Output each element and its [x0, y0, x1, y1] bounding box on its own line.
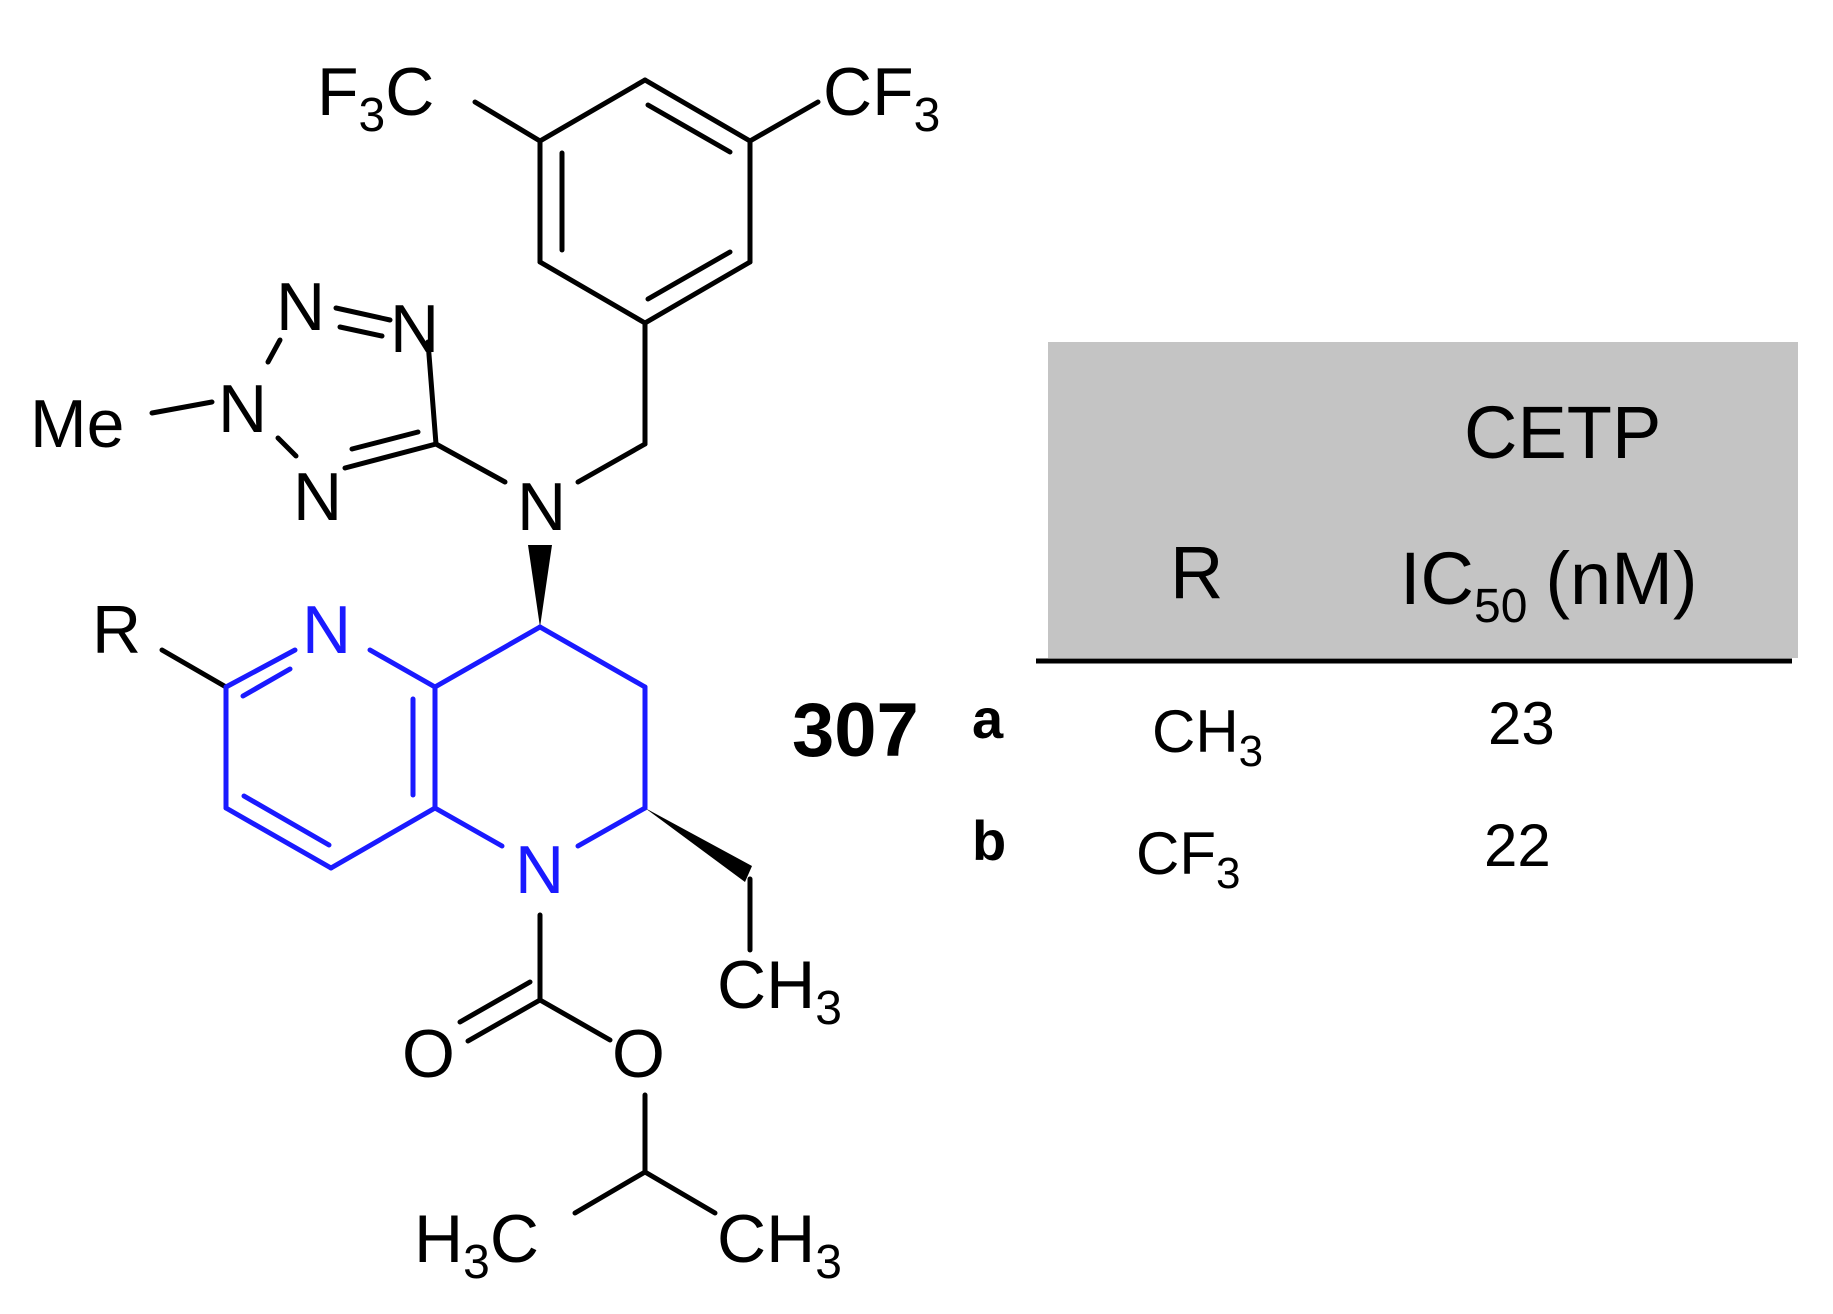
bond	[645, 102, 733, 155]
bond	[572, 1169, 648, 1216]
bond	[349, 429, 421, 452]
bond	[367, 647, 438, 690]
wedge-bond-amine	[528, 545, 552, 627]
table-header-cetp: CETP	[1464, 391, 1661, 474]
ester-o-label: O	[612, 1016, 665, 1092]
ring-n-label: N	[515, 832, 564, 908]
bond	[223, 805, 334, 871]
bond	[747, 99, 821, 144]
bond	[159, 647, 229, 690]
compound-number: 307	[792, 688, 919, 773]
carbonyl-o-label: O	[402, 1016, 455, 1092]
bond	[575, 441, 648, 485]
wedge-bond-ethyl	[645, 808, 752, 882]
bond	[328, 805, 438, 871]
bond	[342, 441, 439, 471]
table-row-b-ic50: 22	[1484, 812, 1551, 879]
bond	[537, 77, 648, 144]
bond	[337, 324, 385, 339]
bond	[265, 337, 283, 365]
table-row-a-r: CH3	[1152, 698, 1263, 776]
bond	[575, 805, 648, 849]
table-header-r: R	[1170, 531, 1223, 614]
bond	[433, 441, 508, 485]
bond	[457, 979, 533, 1025]
bond	[240, 666, 293, 699]
bond	[642, 77, 753, 144]
bond	[642, 259, 753, 326]
bond	[537, 624, 648, 690]
bond	[432, 805, 505, 849]
bond	[241, 793, 332, 848]
table-row-b-r: CF3	[1136, 820, 1240, 898]
bond	[149, 399, 215, 416]
ethyl-ch3-label: CH3	[717, 947, 842, 1035]
bond	[333, 305, 393, 323]
cf3-right-label: CF3	[823, 54, 940, 142]
tetrazole-n-top-right: N	[390, 291, 439, 367]
table-header-ic50: IC50(nM)	[1400, 537, 1697, 633]
bond	[472, 99, 543, 144]
bond	[537, 997, 613, 1043]
bond	[645, 249, 733, 302]
isopropyl-right-ch3-label: CH3	[717, 1201, 842, 1289]
tetrazole-n-bottom: N	[293, 459, 342, 535]
black-bonds	[149, 77, 821, 1216]
bond	[537, 259, 648, 326]
bond	[223, 647, 298, 690]
methyl-label: Me	[30, 386, 124, 462]
bond	[425, 339, 439, 447]
cf3-left-label: F3C	[317, 54, 434, 142]
bond	[642, 1169, 718, 1216]
table-row-a-ic50: 23	[1488, 690, 1555, 757]
r-group-label: R	[92, 592, 141, 668]
bond	[275, 435, 299, 459]
bond	[465, 997, 543, 1044]
core-bonds	[223, 624, 648, 871]
tetrazole-n-methyl: N	[218, 371, 267, 447]
pyridine-n-label: N	[302, 592, 351, 668]
isopropyl-left-ch3-label: H3C	[414, 1201, 539, 1289]
amine-n-label: N	[517, 469, 566, 545]
tetrazole-n-top-left: N	[276, 269, 325, 345]
series-b-label: b	[972, 809, 1006, 872]
table-header-background	[1048, 342, 1798, 658]
series-a-label: a	[972, 687, 1004, 750]
bond	[432, 624, 543, 690]
